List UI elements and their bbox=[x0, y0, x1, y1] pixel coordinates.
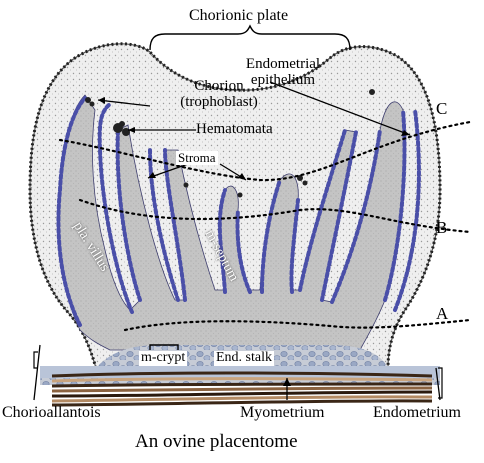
stroma-label: Stroma bbox=[176, 151, 218, 165]
chorionic-plate-bracket bbox=[150, 26, 350, 50]
myometrium-label: Myometrium bbox=[240, 405, 324, 422]
m-crypt-label: m-crypt bbox=[139, 351, 187, 366]
chorioallantois-label: Chorioallantois bbox=[2, 405, 101, 422]
hematomata-label: Hematomata bbox=[196, 122, 273, 138]
chorion-label: Chorion (trophoblast) bbox=[164, 79, 274, 111]
endometrium-label: Endometrium bbox=[373, 405, 461, 422]
level-a-label: A bbox=[436, 305, 448, 323]
chorion-line-2: (trophoblast) bbox=[164, 95, 274, 111]
chorionic-plate-label: Chorionic plate bbox=[189, 8, 288, 25]
chorion-line-1: Chorion bbox=[164, 79, 274, 95]
caption: An ovine placentome bbox=[135, 432, 298, 452]
end-stalk-label: End. stalk bbox=[214, 351, 274, 366]
endometrial-epithelium-line-1: Endometrial bbox=[238, 57, 328, 73]
level-b-label: B bbox=[436, 219, 447, 237]
level-c-label: C bbox=[436, 100, 447, 118]
